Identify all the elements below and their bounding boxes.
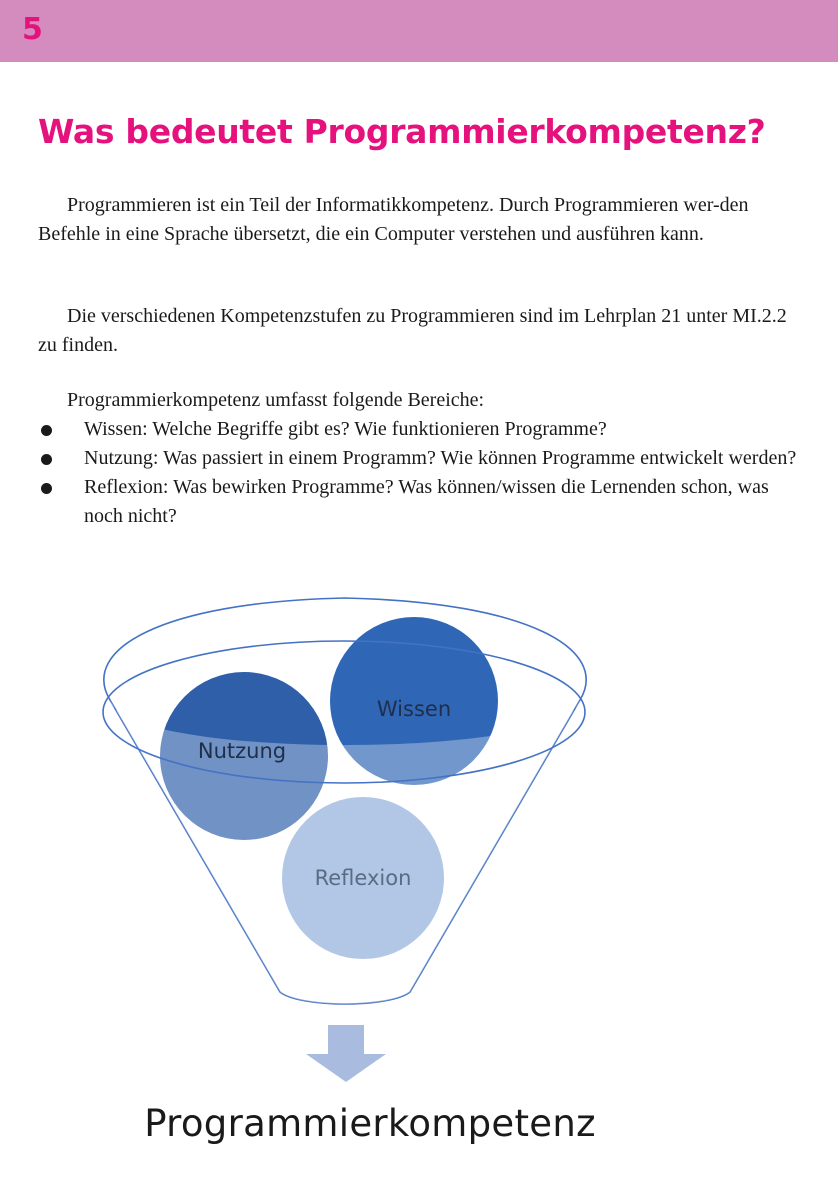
list-item-text: Nutzung: Was passiert in einem Programm?… [84,447,797,469]
circle-label-nutzung: Nutzung [198,739,286,763]
list-item: Wissen: Welche Begriffe gibt es? Wie fun… [38,415,804,444]
circle-wissen [330,617,498,785]
bullet-dot-icon [41,483,52,494]
areas-intro-paragraph: Programmierkompetenz umfasst folgende Be… [67,389,485,411]
list-item-text: Reflexion: Was bewirken Programme? Was k… [84,476,769,527]
competence-areas-list: Wissen: Welche Begriffe gibt es? Wie fun… [38,415,804,531]
funnel-body-overlay [110,700,580,1004]
bullet-dot-icon [41,425,52,436]
page-number: 5 [22,12,43,47]
circle-reflexion [282,797,444,959]
down-arrow-icon [306,1025,386,1082]
circle-label-wissen: Wissen [377,697,451,721]
circle-nutzung [160,672,328,840]
intro-paragraph: Programmieren ist ein Teil der Informati… [38,194,749,245]
header-bar [0,0,838,62]
list-item: Reflexion: Was bewirken Programme? Was k… [38,473,804,531]
funnel-rim [102,640,586,784]
result-label: Programmierkompetenz [144,1102,596,1145]
circle-label-reflexion: Reflexion [315,866,412,890]
bullet-dot-icon [41,454,52,465]
competence-funnel-diagram: Nutzung Wissen Reflexion [102,597,587,1082]
page-title: Was bedeutet Programmierkompetenz? [38,112,766,151]
list-item: Nutzung: Was passiert in einem Programm?… [38,444,804,473]
list-item-text: Wissen: Welche Begriffe gibt es? Wie fun… [84,418,607,440]
curriculum-paragraph: Die verschiedenen Kompetenzstufen zu Pro… [38,305,787,356]
